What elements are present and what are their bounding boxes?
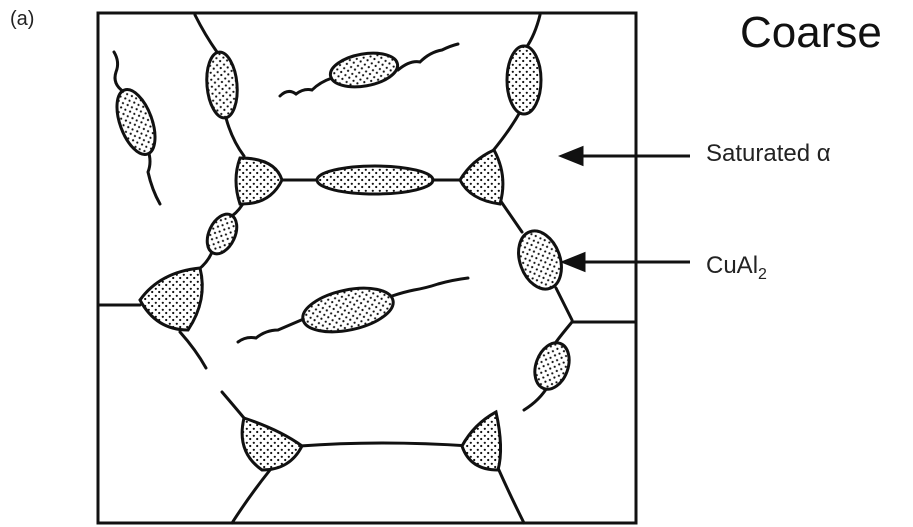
- particle: [242, 418, 302, 470]
- particle: [328, 48, 401, 91]
- cual2-label-subscript: 2: [758, 266, 767, 283]
- cual2-label: CuAl2: [706, 252, 767, 284]
- cual2-label-text: CuAl: [706, 252, 758, 279]
- particle: [299, 281, 397, 339]
- particle: [140, 268, 202, 330]
- alpha-arrow-head: [562, 148, 582, 164]
- particle: [460, 150, 503, 204]
- cual2-particles: [109, 46, 575, 470]
- particle: [317, 166, 433, 194]
- saturated-alpha-label: Saturated α: [706, 140, 831, 168]
- particle: [201, 209, 242, 258]
- particle: [236, 158, 282, 204]
- particle: [507, 46, 541, 114]
- particle: [204, 51, 240, 119]
- particle: [109, 85, 162, 160]
- particle: [529, 338, 575, 394]
- particle: [511, 225, 569, 295]
- particle: [462, 412, 501, 470]
- callout-arrows: [562, 148, 690, 270]
- cual2-arrow-head: [564, 254, 584, 270]
